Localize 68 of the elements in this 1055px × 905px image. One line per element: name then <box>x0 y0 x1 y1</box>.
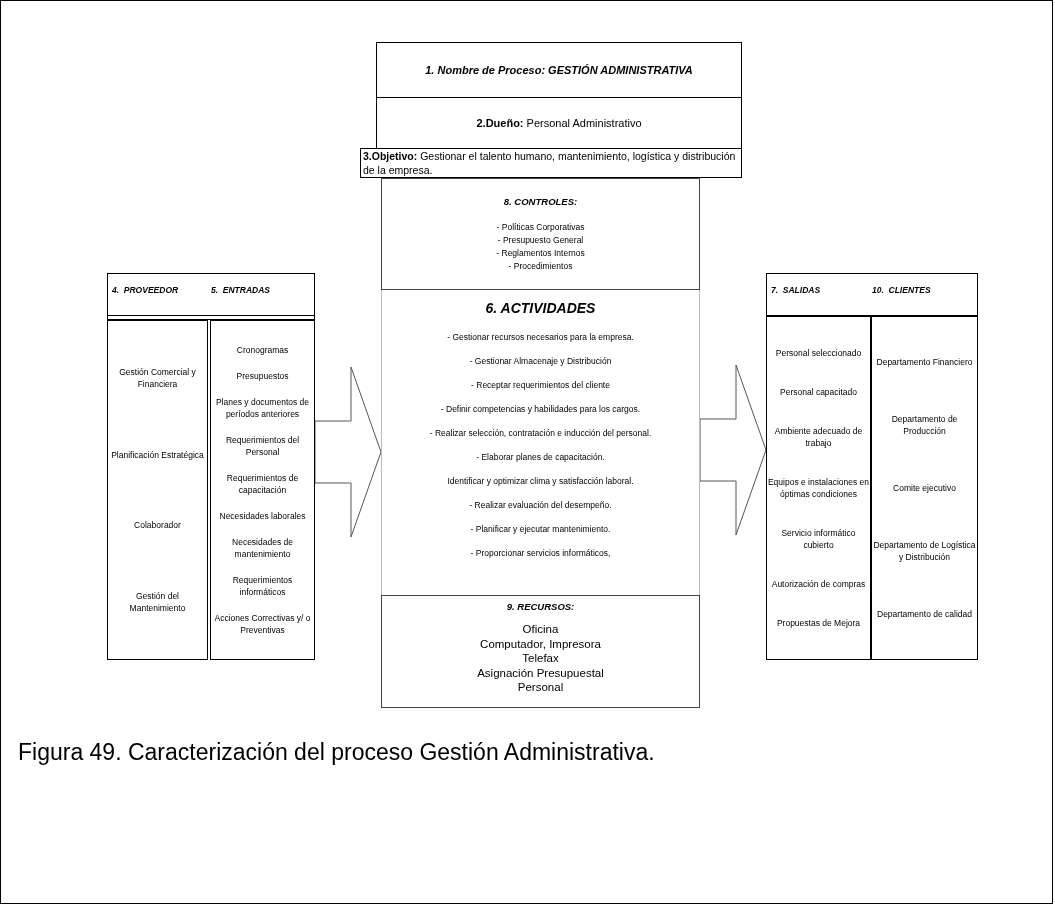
owner-box <box>376 98 742 148</box>
table-entry: Equipos e instalaciones en óptimas condiciones <box>767 476 870 500</box>
table-entry: Planes y documentos de períodos anteriores <box>214 396 311 420</box>
activity-item: - Receptar requerimientos del cliente <box>471 379 610 391</box>
column-heading: 7. SALIDAS <box>771 284 822 297</box>
activities-box <box>381 290 700 595</box>
table-entry: Colaborador <box>133 519 182 532</box>
controls-box <box>381 178 700 290</box>
table-column <box>766 316 871 660</box>
activity-item: Identificar y optimizar clima y satisfacción laboral. <box>447 475 634 487</box>
table-entry: Planificación Estratégica <box>110 448 205 461</box>
table-entry: Requerimientos del Personal <box>224 434 301 458</box>
table-entry: Departamento de calidad <box>876 608 973 621</box>
header-box <box>107 273 315 316</box>
table-entry: Departamento de Logística y Distribución <box>872 539 977 564</box>
column-heading: 4. PROVEEDOR <box>112 284 180 297</box>
list-item: - Políticas Corporativas <box>496 221 585 235</box>
owner-text: 2.Dueño: Personal Administrativo <box>476 115 642 131</box>
table-entry: Autorización de compras <box>770 578 867 591</box>
table-entry: Requerimientos informáticos <box>231 574 294 598</box>
block-arrow <box>699 364 767 536</box>
table-column <box>871 316 978 660</box>
column-heading: 10. CLIENTES <box>872 284 932 297</box>
list-item: - Presupuesto General <box>497 234 584 248</box>
activity-item: - Planificar y ejecutar mantenimiento. <box>470 523 611 535</box>
title-box <box>376 42 742 98</box>
process-name: 1. Nombre de Proceso: GESTIÓN ADMINISTRATIVA <box>425 62 693 78</box>
list-item: - Reglamentos Internos <box>496 247 585 261</box>
activity-item: - Elaborar planes de capacitación. <box>476 451 605 463</box>
table-entry: Necesidades laborales <box>218 510 307 522</box>
column-heading: 5. ENTRADAS <box>211 284 272 297</box>
section-heading: 6. ACTIVIDADES <box>485 299 596 318</box>
table-entry: Propuestas de Mejora <box>775 617 862 630</box>
table-entry: Ambiente adecuado de trabajo <box>773 424 864 449</box>
resource-item: Oficina <box>522 622 559 637</box>
objective-text: 3.Objetivo: Gestionar el talento humano, mantenimiento, logística y distribución de la empresa. <box>363 149 737 177</box>
table-entry: Presupuestos <box>235 370 290 382</box>
table-entry: Personal seleccionado <box>774 346 863 359</box>
table-column <box>107 320 208 660</box>
activity-item: - Gestionar recursos necesarios para la empresa. <box>447 331 634 343</box>
resource-item: Personal <box>517 680 564 695</box>
header-box <box>766 273 978 316</box>
activity-item: - Realizar selección, contratación e inducción del personal. <box>429 427 652 439</box>
resources-box <box>381 595 700 708</box>
table-entry: Personal capacitado <box>779 385 858 398</box>
activity-item: - Definir competencias y habilidades para los cargos. <box>440 403 641 415</box>
resource-item: Computador, Impresora <box>480 636 601 652</box>
resource-item: Asignación Presupuestal <box>477 665 604 681</box>
table-column <box>210 320 315 660</box>
list-item: - Procedimientos <box>508 260 573 274</box>
resource-item: Telefax <box>522 651 559 666</box>
table-entry: Departamento de Producción <box>890 412 959 437</box>
figure-caption: Figura 49. Caracterización del proceso Gestión Administrativa. <box>18 738 655 767</box>
activity-item: - Proporcionar servicios informáticos, <box>470 547 611 559</box>
table-entry: Gestión del Mantenimiento <box>128 589 187 614</box>
section-heading: 8. CONTROLES: <box>503 195 578 209</box>
table-entry: Gestión Comercial y Financiera <box>118 366 197 391</box>
activity-item: - Realizar evaluación del desempeño. <box>469 499 612 511</box>
table-entry: Departamento Financiero <box>875 355 974 368</box>
table-entry: Cronogramas <box>235 344 290 356</box>
table-entry: Acciones Correctivas y/ o Preventivas <box>213 612 312 636</box>
block-arrow <box>314 366 382 538</box>
section-heading: 9. RECURSOS: <box>506 600 575 614</box>
table-entry: Necesidades de mantenimiento <box>231 536 294 560</box>
activity-item: - Gestionar Almacenaje y Distribución <box>469 355 612 367</box>
table-entry: Servicio informático cubierto <box>780 527 857 552</box>
table-entry: Comite ejecutivo <box>892 481 957 494</box>
table-entry: Requerimientos de capacitación <box>225 472 300 496</box>
